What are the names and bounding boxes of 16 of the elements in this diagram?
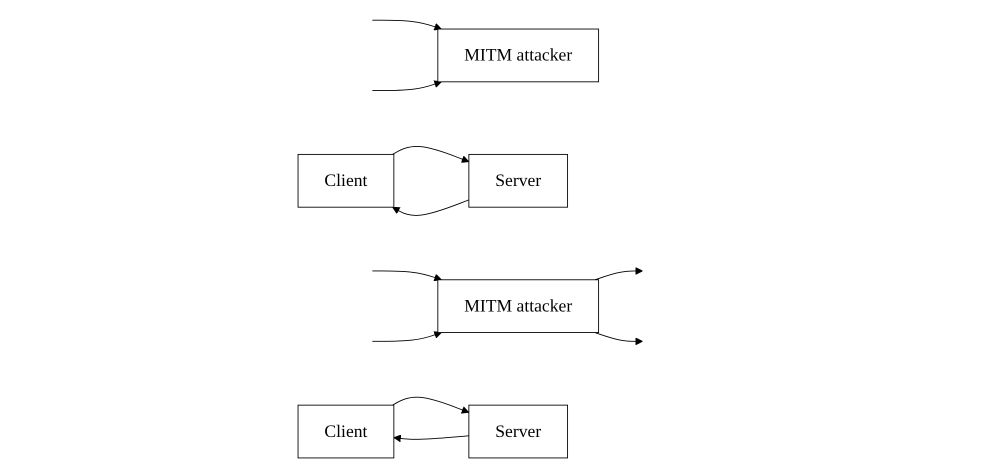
arrow <box>594 267 644 280</box>
arrow <box>372 331 442 342</box>
node-box: MITM attacker <box>438 279 600 334</box>
node-box: Client <box>298 154 395 208</box>
arrow <box>372 20 442 30</box>
arrow <box>392 199 470 216</box>
node-box: Server <box>468 404 568 458</box>
arrow <box>372 80 442 92</box>
node-box: MITM attacker <box>438 28 600 82</box>
arrow <box>594 332 644 346</box>
arrow <box>372 270 442 282</box>
arrow <box>392 396 470 414</box>
node-box: Client <box>298 404 395 458</box>
arrow <box>392 146 470 163</box>
arrow <box>394 434 470 442</box>
node-box: Server <box>468 154 568 208</box>
